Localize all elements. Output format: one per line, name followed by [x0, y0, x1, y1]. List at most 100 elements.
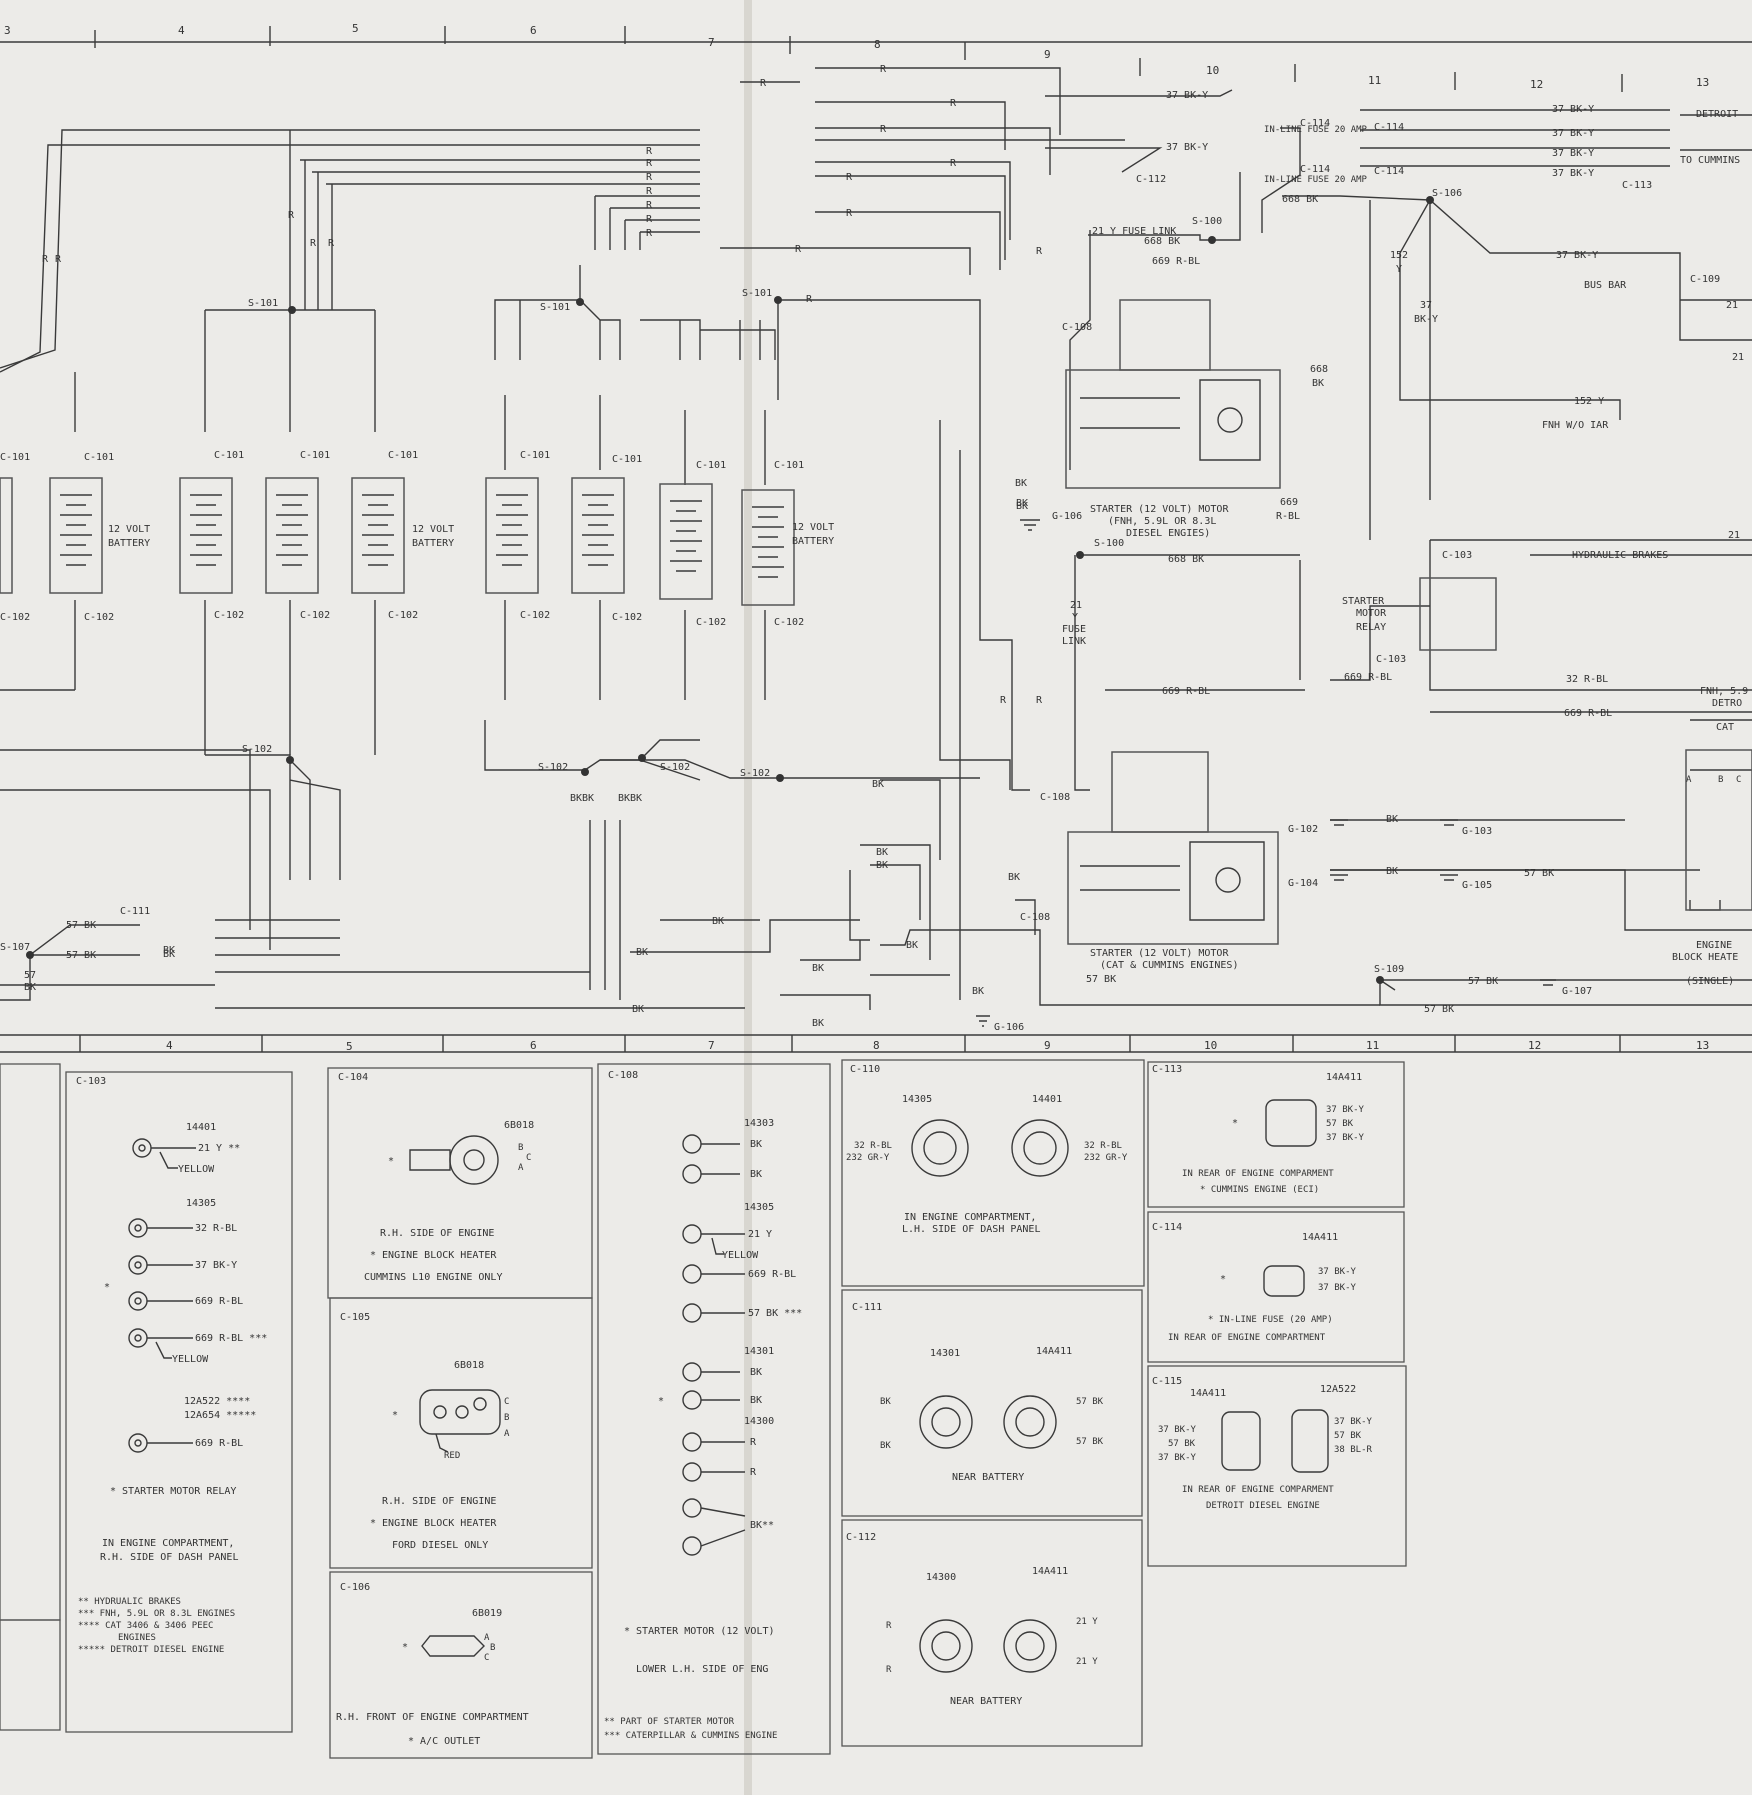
wire-label-37bky: 37 BK-Y	[1552, 168, 1594, 179]
panel-note: CUMMINS L10 ENGINE ONLY	[364, 1272, 502, 1283]
legend-line: *** FNH, 5.9L OR 8.3L ENGINES	[78, 1609, 235, 1619]
battery	[741, 489, 795, 606]
wire-label-r: R	[880, 64, 887, 75]
part-number: 14303	[744, 1118, 774, 1129]
wire-label-c: C	[1736, 775, 1741, 785]
panel-note: FORD DIESEL ONLY	[392, 1540, 488, 1551]
wire-label-bk: BK	[812, 963, 824, 974]
connector-c101: C-101	[774, 460, 804, 471]
wire-label-r: R	[646, 214, 653, 225]
batteries: 12 VOLT BATTERY 12 VOLT BATTERY 12 VOLT …	[0, 477, 834, 606]
panel-note: IN REAR OF ENGINE COMPARTMENT	[1168, 1333, 1326, 1343]
wire-label-detroit: DETROIT	[1696, 109, 1738, 120]
connector-labels: C-101 C-101 C-101 C-101 C-101 C-101 C-10…	[0, 118, 1720, 923]
starter-motor-fnh: STARTER (12 VOLT) MOTOR (FNH, 5.9L OR 8.…	[1065, 299, 1281, 539]
wire-label: 32 R-BL	[195, 1223, 237, 1234]
panel-note: * STARTER MOTOR (12 VOLT)	[624, 1626, 775, 1637]
wire-label-bk: BK	[24, 982, 36, 993]
wire-label-bkbk: BKBK	[570, 793, 594, 804]
wire-label-r: R	[760, 78, 767, 89]
panel-note: R.H. FRONT OF ENGINE COMPARTMENT	[336, 1712, 529, 1723]
wire-label-37bky: 37 BK-Y	[1552, 128, 1594, 139]
wire-label: 57 BK	[1076, 1397, 1104, 1407]
star: *	[104, 1282, 110, 1293]
wire-label-r: R	[646, 146, 653, 157]
star: *	[1220, 1274, 1226, 1285]
battery	[485, 477, 539, 594]
wire-label-669rbl: 669 R-BL	[1152, 256, 1200, 267]
wire-label-fly: Y	[1072, 612, 1078, 623]
panel-note: IN REAR OF ENGINE COMPARMENT	[1182, 1169, 1334, 1179]
wire-label-57bk: 57 BK	[1424, 1004, 1454, 1015]
wire-label: 21 Y	[748, 1229, 772, 1240]
panel-note: * ENGINE BLOCK HEATER	[370, 1518, 497, 1529]
wire-label: 32 R-BL	[1084, 1141, 1122, 1151]
wire-label-bk: BK	[1312, 378, 1324, 389]
wire-label-r: R	[795, 244, 802, 255]
wire-label: 57 BK	[1076, 1437, 1104, 1447]
connector-c103: C-103	[1442, 550, 1472, 561]
connector-c101: C-101	[696, 460, 726, 471]
wire-label: BK	[880, 1441, 891, 1451]
wire-label: 32 R-BL	[854, 1141, 892, 1151]
panel-title: C-112	[846, 1532, 876, 1543]
wire-label: BK	[750, 1395, 762, 1406]
battery-label-1: 12 VOLT	[412, 524, 454, 535]
connector-c108: C-108	[1040, 792, 1070, 803]
ruler-bottom-12: 12	[1528, 1039, 1541, 1052]
connector-face	[1265, 1099, 1317, 1147]
splice-s102: S-102	[740, 768, 770, 779]
wire-label-flfuse: FUSE	[1062, 624, 1086, 635]
part-number: 14300	[744, 1416, 774, 1427]
wire-label-21: 21	[1726, 300, 1738, 311]
wire-label: R	[886, 1621, 892, 1631]
splice-s102: S-102	[538, 762, 568, 773]
wire-label-rbl: R-BL	[1276, 511, 1300, 522]
wire-label-668: 668	[1310, 364, 1328, 375]
wire-label-57: 57	[24, 970, 36, 981]
wire-label-21: 21	[1732, 352, 1744, 363]
wire-label-669: 669	[1280, 497, 1298, 508]
panel-note: R.H. SIDE OF ENGINE	[380, 1228, 494, 1239]
battery	[49, 477, 103, 594]
wire-label-57bk: 57 BK	[1086, 974, 1116, 985]
wire-label-bk: BK	[1016, 501, 1028, 512]
wire-label-668bk: 668 BK	[1168, 554, 1204, 565]
wire-label: BK**	[750, 1520, 774, 1531]
wire-label-152: 152	[1390, 250, 1408, 261]
connector-c102: C-102	[214, 610, 244, 621]
ruler-top-6: 6	[530, 24, 537, 37]
panel-title: C-114	[1152, 1222, 1182, 1233]
pin-label: B	[518, 1143, 523, 1153]
schematic-wiring	[0, 67, 1752, 1010]
panel-title: C-103	[76, 1076, 106, 1087]
wire-label-37bky: 37 BK-Y	[1166, 142, 1208, 153]
ruler-bottom-13: 13	[1696, 1039, 1709, 1052]
connector-c114: C-114	[1374, 122, 1404, 133]
wire-label-r: R	[806, 294, 813, 305]
panel-note: DETROIT DIESEL ENGINE	[1206, 1501, 1320, 1511]
ground-g106: G-106	[994, 1022, 1024, 1033]
part-number: 14A411	[1190, 1388, 1226, 1399]
connector-c113: C-113	[1622, 180, 1652, 191]
panel-c115: C-115 14A411 12A522 37 BK-Y 57 BK 37 BK-…	[1147, 1365, 1407, 1567]
panel-c103: C-103 14401 21 Y ** YELLOW 14305 32 R-BL…	[65, 1071, 293, 1733]
panel-note: IN REAR OF ENGINE COMPARMENT	[1182, 1485, 1334, 1495]
part-number: 14305	[744, 1202, 774, 1213]
wire-label-32rbl: 32 R-BL	[1566, 674, 1608, 685]
part-number: 12A522 ****	[184, 1396, 250, 1407]
wire-label-bkbk: BKBK	[618, 793, 642, 804]
panel-note: * CUMMINS ENGINE (ECI)	[1200, 1185, 1319, 1195]
bottom-ruler: 4 5 6 7 8 9 10 11 12 13	[0, 1034, 1752, 1053]
wire-label-669rbl: 669 R-BL	[1162, 686, 1210, 697]
starter-fnh-label: STARTER (12 VOLT) MOTOR	[1090, 504, 1229, 515]
connector-c101: C-101	[300, 450, 330, 461]
splice-s109: S-109	[1374, 964, 1404, 975]
connector-face	[419, 1389, 501, 1435]
wire-label-21: 21	[1728, 530, 1740, 541]
splice-s100: S-100	[1192, 216, 1222, 227]
ground-g105: G-105	[1462, 880, 1492, 891]
ruler-bottom-7: 7	[708, 1039, 715, 1052]
connector-c102: C-102	[612, 612, 642, 623]
